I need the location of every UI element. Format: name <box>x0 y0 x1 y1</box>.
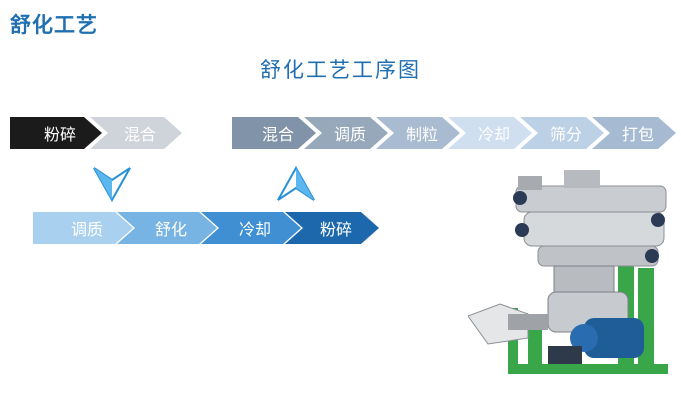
step-label: 冷却 <box>238 220 271 239</box>
step-conditioning: 调质 <box>33 212 133 244</box>
step-label: 粉碎 <box>319 220 352 239</box>
step-label: 筛分 <box>549 125 582 144</box>
step-conditioning: 调质 <box>304 117 388 149</box>
pellet-mill-machine-icon <box>468 170 668 374</box>
step-cooling: 冷却 <box>448 117 532 149</box>
step-screening: 筛分 <box>520 117 604 149</box>
step-pelleting: 制粒 <box>376 117 460 149</box>
step-label: 调质 <box>70 220 103 239</box>
up-arrow-icon <box>277 166 315 201</box>
step-label: 调质 <box>333 125 366 144</box>
upper-right-flow: 混合 调质 制粒 冷却 筛分 打包 <box>232 117 678 149</box>
step-label: 冷却 <box>477 125 510 144</box>
page-heading: 舒化工艺 <box>10 13 98 37</box>
step-label: 粉碎 <box>43 125 76 144</box>
step-label: 打包 <box>621 125 654 144</box>
step-label: 混合 <box>123 125 156 144</box>
step-mixing: 混合 <box>90 117 182 149</box>
step-label: 制粒 <box>405 125 438 144</box>
down-arrow-icon <box>93 167 131 202</box>
step-mixing: 混合 <box>232 117 316 149</box>
step-crushing: 粉碎 <box>10 117 102 149</box>
step-label: 混合 <box>261 125 294 144</box>
diagram-title: 舒化工艺工序图 <box>260 58 421 82</box>
lower-flow: 调质 舒化 冷却 粉碎 <box>33 212 379 244</box>
upper-left-flow: 粉碎 混合 <box>10 117 180 149</box>
step-packing: 打包 <box>592 117 676 149</box>
step-label: 舒化 <box>154 220 187 239</box>
